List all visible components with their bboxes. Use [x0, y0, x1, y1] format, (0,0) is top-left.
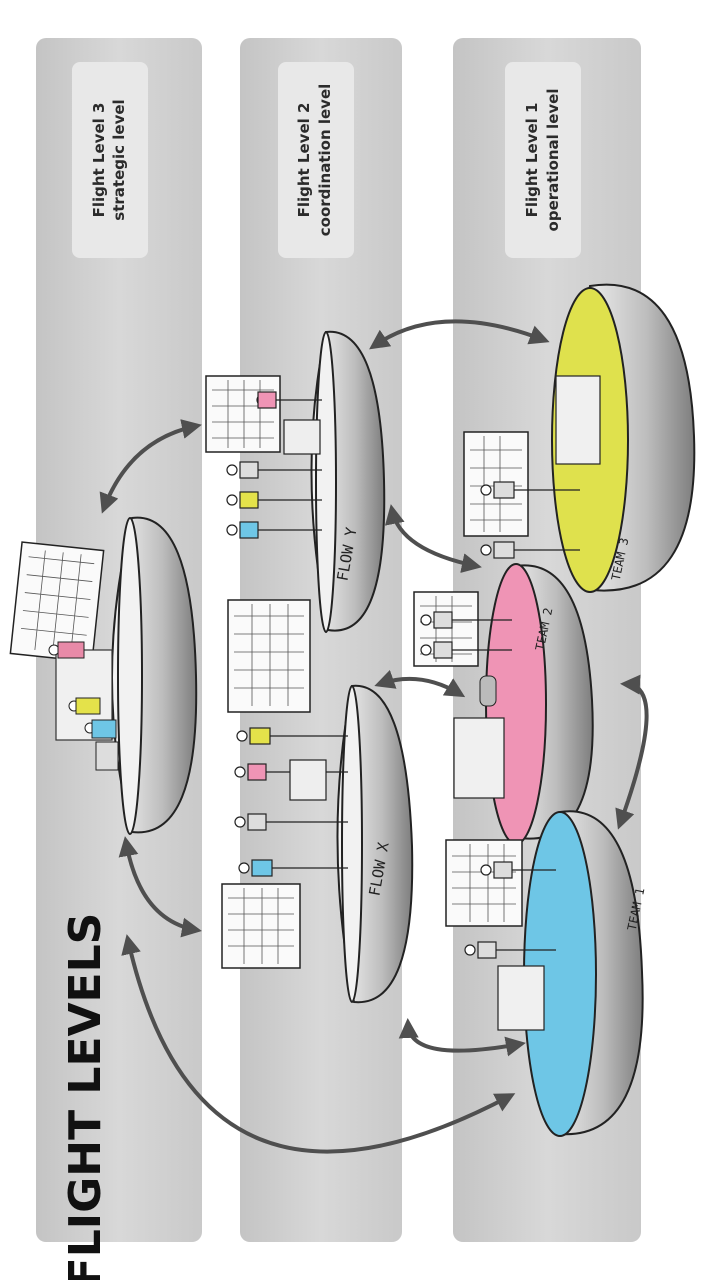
arrow-flowy-team2	[384, 504, 482, 573]
arrow-strategic-flowy	[99, 419, 202, 514]
arrow-flowy-team3	[369, 319, 550, 350]
arrow-strategic-team1	[121, 934, 516, 1154]
level-label-1: Flight Level 1 operational level	[505, 62, 581, 258]
flow-x-board-bottom	[221, 883, 301, 969]
page-title: FLIGHT LEVELS	[60, 913, 111, 1280]
level-label-2: Flight Level 2 coordination level	[278, 62, 354, 258]
level-3-line1: Flight Level 3	[90, 103, 108, 218]
level-3-line2: strategic level	[110, 99, 128, 220]
level-1-line1: Flight Level 1	[523, 103, 541, 218]
arrow-strategic-flowx	[118, 836, 202, 938]
flow-y-board	[205, 375, 281, 453]
flow-x-board-top	[227, 599, 311, 713]
level-2-line1: Flight Level 2	[295, 103, 313, 218]
team-2-bowl: TEAM 2	[413, 563, 594, 845]
arrow-flowx-team2	[374, 669, 466, 698]
level-2-line2: coordination level	[316, 84, 334, 237]
connection-arrows	[99, 319, 649, 1154]
level-1-line2: operational level	[544, 89, 562, 232]
strategic-board	[9, 541, 105, 663]
team-3-bowl: TEAM 3	[463, 283, 696, 593]
flow-y-bowl: FLOW Y	[205, 330, 386, 633]
team-1-board	[445, 839, 523, 927]
arrow-flowx-team1	[398, 1018, 526, 1057]
strategic-bowl	[9, 516, 198, 835]
arrow-team2-team1	[615, 674, 649, 830]
level-label-3: Flight Level 3 strategic level	[72, 62, 148, 258]
